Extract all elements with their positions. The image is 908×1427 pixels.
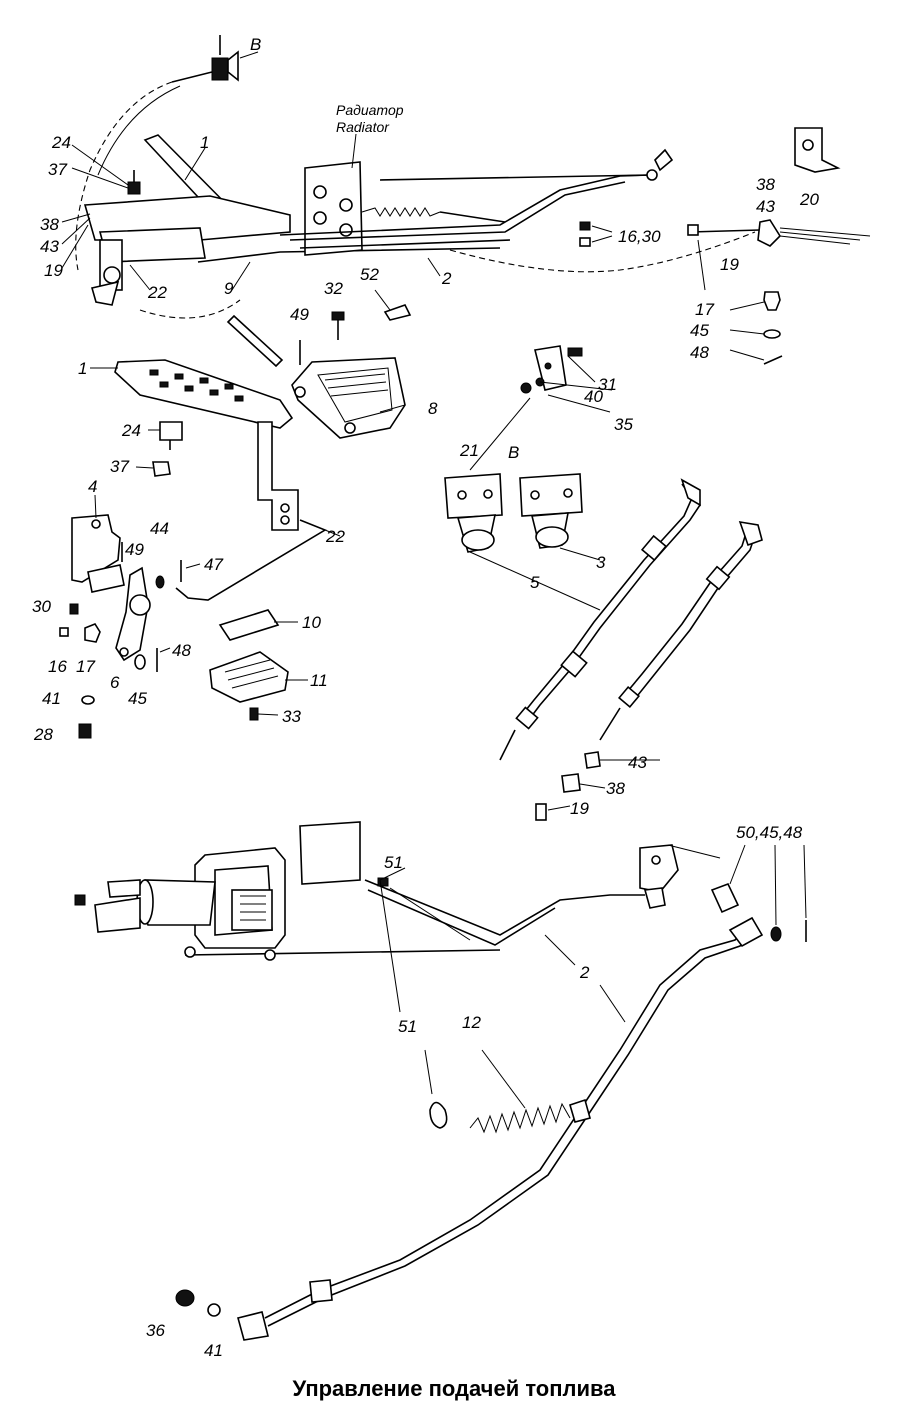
view-mark-top: В (250, 35, 261, 54)
callout: 3 (596, 553, 606, 572)
callout: 41 (204, 1341, 223, 1360)
callout: 22 (147, 283, 167, 302)
callout: 21 (459, 441, 479, 460)
callout: 44 (150, 519, 169, 538)
callout: 10 (302, 613, 321, 632)
callout: 4 (88, 477, 97, 496)
callout: 41 (42, 689, 61, 708)
callout: 11 (310, 671, 328, 690)
callout: 43 (756, 197, 775, 216)
callout: 38 (606, 779, 625, 798)
callout: 16,30 (618, 227, 661, 246)
callout: 30 (32, 597, 51, 616)
callout: 6 (110, 673, 120, 692)
callout: 2 (579, 963, 590, 982)
bottom-assembly (74, 821, 807, 1341)
callout: 19 (44, 261, 63, 280)
callout: 52 (360, 265, 379, 284)
callout: 16 (48, 657, 67, 676)
callout: 19 (720, 255, 739, 274)
callout: 32 (324, 279, 343, 298)
callout: 45 (690, 321, 709, 340)
callout: 36 (146, 1321, 165, 1340)
diagram-caption: Управление подачей топлива (292, 1376, 616, 1401)
callout: 49 (125, 540, 144, 559)
callout: 24 (51, 133, 71, 152)
callout: 48 (690, 343, 709, 362)
callout: 45 (128, 689, 147, 708)
callout: 31 (598, 375, 617, 394)
callout: 48 (172, 641, 191, 660)
callout: 24 (121, 421, 141, 440)
leader-lines (61, 133, 807, 1023)
callout: 28 (33, 725, 53, 744)
callout: 49 (290, 305, 309, 324)
callout: 17 (76, 657, 95, 676)
callout: 1 (200, 133, 209, 152)
callout: 33 (282, 707, 301, 726)
view-b-cables (444, 345, 763, 821)
callout: 9 (224, 279, 234, 298)
callout: 35 (614, 415, 633, 434)
callout: 19 (570, 799, 589, 818)
callout: 5 (530, 573, 540, 592)
view-mark-b: В (508, 443, 519, 462)
callout: 47 (204, 555, 223, 574)
radiator-label-en: Radiator (336, 119, 390, 135)
callout: 51 (398, 1017, 417, 1036)
top-assembly (75, 35, 871, 368)
callout: 1 (78, 359, 87, 378)
labels: В Радиатор Radiator В 1 24 37 38 43 19 2… (32, 35, 819, 1360)
callout: 8 (428, 399, 438, 418)
callout: 43 (40, 237, 59, 256)
callout: 43 (628, 753, 647, 772)
callout: 51 (384, 853, 403, 872)
callout: 17 (695, 300, 714, 319)
radiator-label-ru: Радиатор (336, 102, 404, 118)
callout: 37 (110, 457, 129, 476)
middle-exploded (59, 357, 406, 739)
callout: 40 (584, 387, 603, 406)
callout: 50,45,48 (736, 823, 803, 842)
callout: 37 (48, 160, 67, 179)
callout: 20 (799, 190, 819, 209)
callout: 38 (40, 215, 59, 234)
callout: 22 (325, 527, 345, 546)
callout: 12 (462, 1013, 481, 1032)
callout: 38 (756, 175, 775, 194)
callout: 2 (441, 269, 452, 288)
